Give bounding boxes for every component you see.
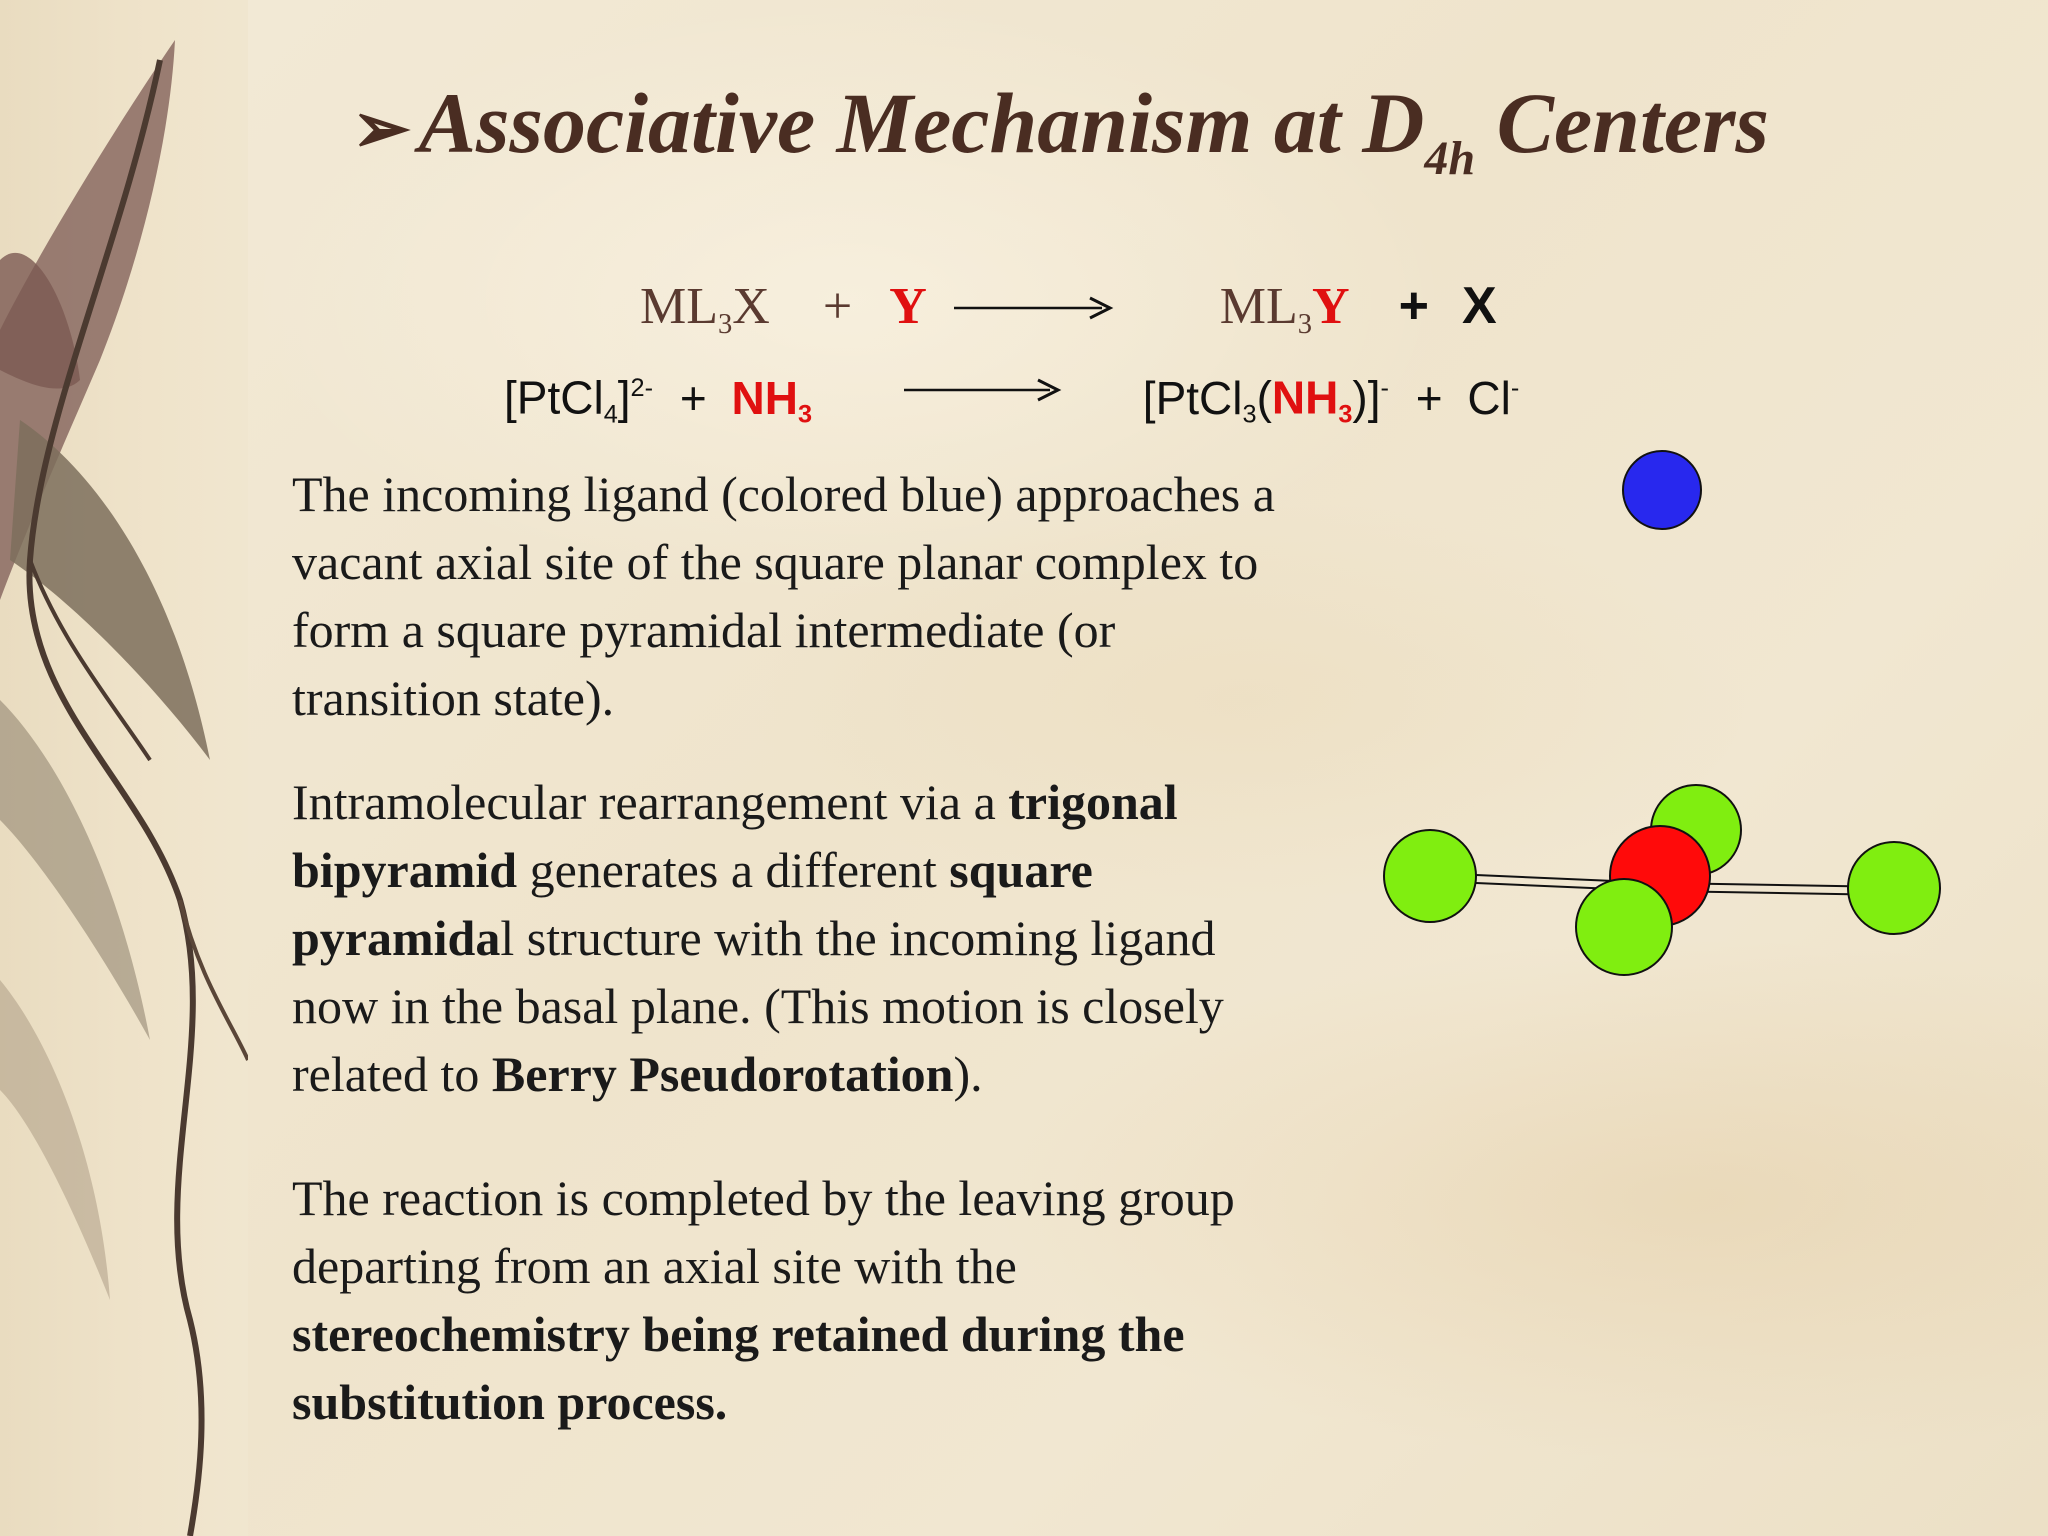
reactant-complex-bracket: ] [617, 371, 631, 424]
slide-title: ➢Associative Mechanism at D4h Centers [352, 80, 2012, 183]
chloride: Cl [1467, 371, 1511, 424]
paragraph-associative-approach: The incoming ligand (colored blue) appro… [292, 466, 1275, 726]
chloride-charge: - [1510, 374, 1520, 402]
ammonia: NH [731, 371, 798, 424]
product-bracket: )] [1352, 371, 1381, 424]
incoming-ligand-atom [1622, 450, 1702, 530]
plus-sign-4: + [1415, 371, 1443, 424]
p2-text-2: generates a different [517, 842, 950, 898]
p2-text-3: l structure with the incoming ligand now… [292, 910, 1224, 1102]
product-ammonia: NH [1271, 371, 1339, 424]
product-complex: [PtCl [1142, 371, 1243, 424]
arrow-bullet-icon: ➢ [352, 91, 411, 168]
ligand-atom-left [1383, 829, 1477, 923]
p3-bold-stereochemistry: stereochemistry being retained during th… [292, 1306, 1185, 1430]
p2-text-1: Intramolecular rearrangement via a [292, 774, 1009, 830]
incoming-ligand-y: Y [889, 278, 927, 335]
reactant-sub: 3 [718, 309, 733, 340]
molecular-model-diagram [1383, 450, 1941, 976]
reactant-charge: 2- [630, 374, 654, 402]
reactant-x: X [732, 278, 770, 335]
p2-bold-trigonal-bipyramid: trigonal bipyramid [292, 774, 1178, 898]
title-subscript: 4h [1424, 132, 1476, 185]
title-end: Centers [1475, 75, 1769, 171]
product-y: Y [1312, 278, 1350, 335]
leaf-illustration [0, 40, 248, 1536]
product-ammonia-sub: 3 [1338, 400, 1353, 429]
reaction-arrow-icon [954, 296, 1114, 320]
product-charge: - [1380, 374, 1389, 402]
ammonia-sub: 3 [797, 400, 813, 429]
background-texture [248, 0, 2048, 1536]
p3-text-1: The reaction is completed by the leaving… [292, 1170, 1235, 1294]
product-ml: ML [1219, 278, 1298, 335]
reactant-complex-sub: 4 [603, 400, 618, 429]
product-paren: ( [1256, 371, 1272, 424]
plus-sign-2: + [1398, 277, 1429, 335]
product-sub: 3 [1297, 309, 1313, 340]
reaction-arrow-2-icon [904, 378, 1062, 402]
paragraph-completion: The reaction is completed by the leaving… [292, 1164, 1302, 1436]
ligand-atom-right [1847, 841, 1941, 935]
product-complex-sub: 3 [1242, 400, 1257, 429]
paragraph-rearrangement: Intramolecular rearrangement via a trigo… [292, 768, 1302, 1108]
ligand-atom-front [1575, 878, 1673, 976]
reactant-complex: [PtCl [504, 371, 604, 424]
reactant-ml: ML [640, 278, 718, 335]
p2-text-4: ). [953, 1046, 983, 1102]
plus-sign: + [822, 278, 853, 335]
title-main: Associative Mechanism at D [418, 75, 1425, 171]
p2-bold-berry-pseudorotation: Berry Pseudorotation [491, 1046, 954, 1102]
general-equation: ML3X + Y ML3Y + X [640, 276, 1497, 340]
platinum-equation: [PtCl4]2- + NH3 [PtCl3(NH3)]- + Cl- [504, 358, 1520, 429]
leaving-group-x: X [1461, 277, 1497, 335]
p2-bold-square-pyramidal: square pyramida [292, 842, 1093, 966]
plus-sign-3: + [679, 371, 707, 424]
